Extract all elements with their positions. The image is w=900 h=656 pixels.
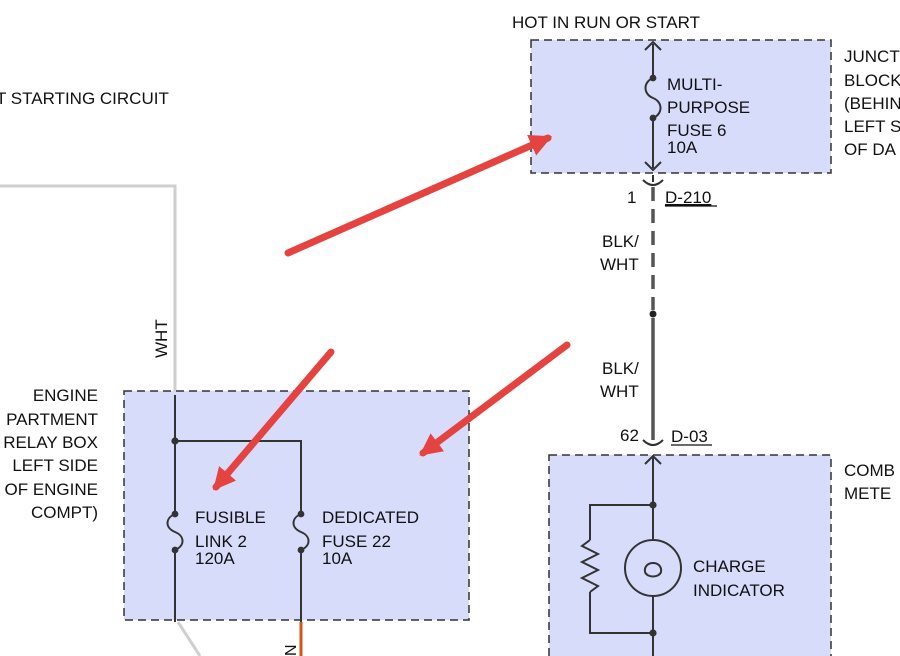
blk-wht-lower-line1: BLK/ [602, 359, 639, 378]
svg-text:OF DA: OF DA [844, 140, 897, 159]
combination-meter-box [548, 454, 832, 656]
dedicated-fuse-label: DEDICATED FUSE 22 10A [322, 508, 419, 568]
connector-d210-symbol [642, 175, 664, 186]
fusible-link-label: FUSIBLE LINK 2 120A [195, 508, 266, 568]
splice-point [649, 310, 657, 318]
starting-circuit-label: T STARTING CIRCUIT [0, 89, 169, 108]
svg-text:FUSE 22: FUSE 22 [322, 532, 391, 551]
relay-box-wiring [166, 395, 310, 622]
connector-d210-pin: 1 [627, 188, 636, 207]
connector-d210-name: D-210 [665, 188, 711, 207]
arrow-to-multi-purpose-fuse [284, 134, 553, 257]
svg-text:10A: 10A [322, 549, 353, 568]
svg-text:RELAY BOX: RELAY BOX [3, 433, 98, 452]
multi-purpose-fuse-symbol [644, 40, 662, 172]
blk-wht-upper-line2: WHT [600, 255, 639, 274]
arrow-to-dedicated-fuse [419, 341, 571, 457]
blk-wht-upper-line1: BLK/ [602, 232, 639, 251]
svg-text:10A: 10A [667, 138, 698, 157]
svg-text:FUSIBLE: FUSIBLE [195, 508, 266, 527]
engine-relay-box [123, 390, 470, 621]
charge-indicator-label: CHARGE INDICATOR [693, 557, 785, 600]
junction-block-box [530, 39, 832, 174]
chassis-wires [0, 184, 202, 656]
arrow-to-fusible-link [212, 348, 335, 491]
n-wire-label: N [283, 644, 300, 656]
svg-text:LEFT S: LEFT S [844, 117, 900, 136]
svg-text:INDICATOR: INDICATOR [693, 581, 785, 600]
svg-text:METE: METE [844, 484, 891, 503]
svg-text:JUNCT: JUNCT [844, 47, 900, 66]
connector-d03-name: D-03 [671, 427, 708, 446]
svg-text:DEDICATED: DEDICATED [322, 508, 419, 527]
connector-d03-pin: 62 [620, 426, 639, 445]
connector-d03-symbol [642, 439, 664, 540]
svg-text:(BEHIN: (BEHIN [844, 94, 900, 113]
svg-text:COMB: COMB [844, 461, 895, 480]
hot-in-run-label: HOT IN RUN OR START [512, 13, 700, 32]
svg-text:MULTI-: MULTI- [667, 75, 722, 94]
svg-text:COMPT): COMPT) [31, 503, 98, 522]
meter-label: COMB METE [844, 461, 895, 503]
svg-text:LEFT SIDE: LEFT SIDE [12, 456, 98, 475]
svg-text:ENGINE: ENGINE [33, 386, 98, 405]
svg-text:FUSE 6: FUSE 6 [667, 121, 727, 140]
engine-relay-box-label: ENGINE PARTMENT RELAY BOX LEFT SIDE OF E… [3, 386, 98, 522]
svg-text:PURPOSE: PURPOSE [667, 98, 750, 117]
svg-text:CHARGE: CHARGE [693, 557, 766, 576]
svg-text:BLOCK: BLOCK [844, 71, 900, 90]
charge-indicator-circuit [579, 501, 682, 656]
wht-wire-label: WHT [152, 319, 171, 358]
svg-text:OF ENGINE: OF ENGINE [4, 480, 98, 499]
multi-purpose-fuse-label: MULTI- PURPOSE FUSE 6 10A [667, 75, 750, 157]
junction-block-label: JUNCT BLOCK (BEHIN LEFT S OF DA [844, 47, 900, 159]
svg-text:120A: 120A [195, 549, 235, 568]
svg-text:PARTMENT: PARTMENT [6, 410, 98, 429]
annotation-arrows [212, 134, 571, 491]
blk-wht-lower-line2: WHT [600, 382, 639, 401]
svg-text:LINK 2: LINK 2 [195, 532, 247, 551]
